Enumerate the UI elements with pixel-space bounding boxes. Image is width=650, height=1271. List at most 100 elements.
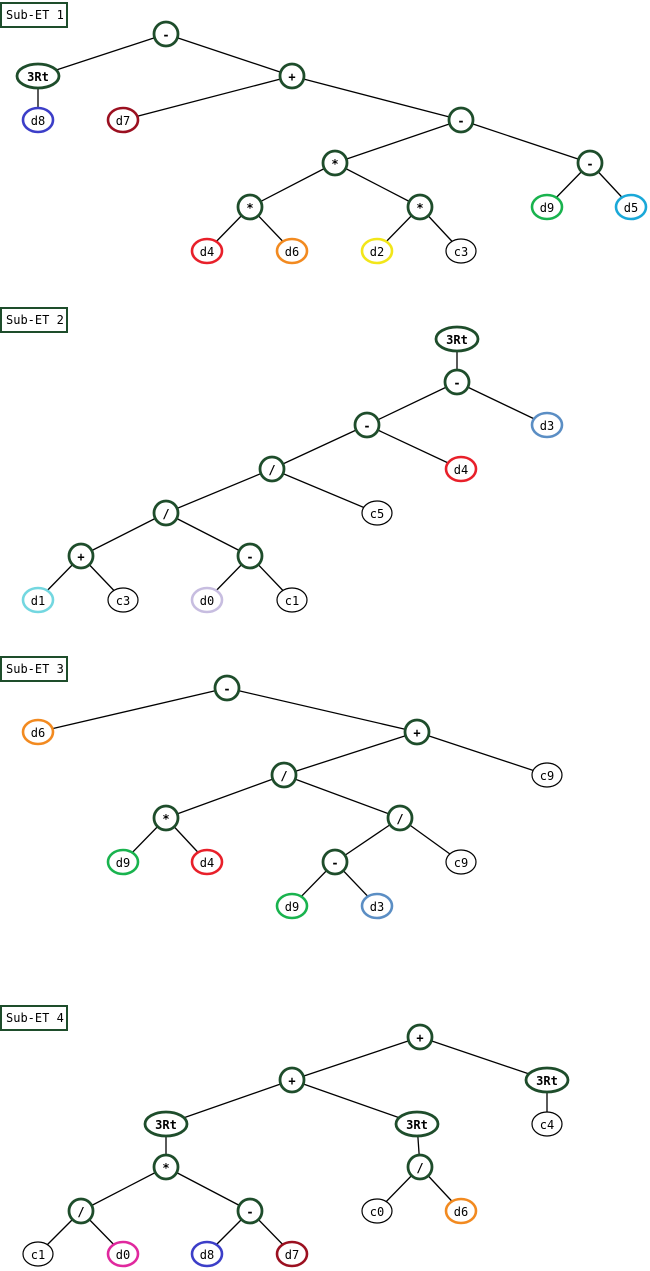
variable-node-label: d4: [200, 856, 214, 870]
operator-node: /: [152, 499, 180, 527]
variable-node: d9: [275, 892, 309, 920]
operator-node: /: [258, 455, 286, 483]
constant-node-label: c1: [31, 1248, 45, 1262]
tree-edge: [226, 687, 418, 733]
variable-node: d9: [106, 848, 140, 876]
constant-node-label: c1: [285, 594, 299, 608]
operator-node-label: *: [246, 201, 253, 215]
variable-node: d3: [530, 411, 564, 439]
constant-node-outline: [107, 587, 139, 613]
tree-edge: [334, 119, 462, 164]
constant-node-label: c9: [454, 856, 468, 870]
tree-title-4-text: Sub-ET 4: [6, 1011, 64, 1025]
operator-node-outline: [67, 1197, 95, 1225]
constant-node: c5: [361, 500, 393, 526]
variable-node-label: d1: [31, 594, 45, 608]
operator-node-outline: [386, 804, 414, 832]
constant-node-outline: [361, 500, 393, 526]
variable-node-outline: [190, 848, 224, 876]
operator-node-label: /: [162, 507, 169, 521]
operator-node-label: /: [416, 1161, 423, 1175]
operator-node: /: [67, 1197, 95, 1225]
variable-node-label: d5: [624, 201, 638, 215]
operator-node-outline: [321, 848, 349, 876]
constant-node: c1: [22, 1241, 54, 1267]
operator-node-label: -: [453, 376, 460, 390]
operator-node-outline: [270, 761, 298, 789]
operator-node-label: -: [246, 1205, 253, 1219]
tree-edge: [416, 731, 548, 776]
tree-edge: [291, 1079, 418, 1125]
operator-node-label: -: [246, 550, 253, 564]
variable-node-outline: [190, 586, 224, 614]
operator-node-label: +: [288, 70, 295, 84]
constant-node-outline: [531, 1111, 563, 1137]
variable-node: d8: [21, 106, 55, 134]
variable-node-label: d8: [200, 1248, 214, 1262]
variable-node-outline: [360, 892, 394, 920]
constant-node-outline: [445, 238, 477, 264]
variable-node-outline: [21, 718, 55, 746]
variable-node: d3: [360, 892, 394, 920]
variable-node: d9: [530, 193, 564, 221]
operator-node: 3Rt: [434, 325, 480, 353]
variable-node-outline: [530, 193, 564, 221]
tree-edge: [165, 774, 285, 819]
tree-edge: [291, 75, 462, 121]
variable-node-label: d3: [540, 419, 554, 433]
constant-node-label: c3: [116, 594, 130, 608]
tree-title-3-text: Sub-ET 3: [6, 662, 64, 676]
operator-node-outline: [576, 149, 604, 177]
constant-node-outline: [361, 1198, 393, 1224]
tree-edge: [334, 162, 421, 208]
operator-node-outline: [152, 499, 180, 527]
tree-edge: [80, 512, 167, 557]
constant-node: c0: [361, 1198, 393, 1224]
variable-node-outline: [614, 193, 648, 221]
operator-node-label: 3Rt: [536, 1074, 558, 1088]
operator-node-label: -: [586, 157, 593, 171]
operator-node-outline: [152, 1153, 180, 1181]
variable-node-outline: [21, 106, 55, 134]
operator-node: *: [152, 1153, 180, 1181]
tree-edge: [456, 381, 548, 426]
tree-edge: [80, 1166, 167, 1212]
operator-node-outline: [394, 1110, 440, 1138]
operator-node-label: -: [223, 682, 230, 696]
tree-title-1-text: Sub-ET 1: [6, 8, 64, 22]
operator-node: 3Rt: [394, 1110, 440, 1138]
variable-node-outline: [106, 106, 140, 134]
operator-node-label: +: [416, 1031, 423, 1045]
tree-edge: [165, 468, 273, 514]
operator-node: +: [278, 1066, 306, 1094]
constant-node: c9: [531, 762, 563, 788]
operator-node: *: [152, 804, 180, 832]
operator-node-outline: [236, 542, 264, 570]
operator-node-outline: [524, 1066, 570, 1094]
operator-node: *: [236, 193, 264, 221]
variable-node-label: d6: [31, 726, 45, 740]
operator-node-outline: [15, 62, 61, 90]
operator-node-outline: [67, 542, 95, 570]
operator-node-label: 3Rt: [446, 333, 468, 347]
variable-node-label: d9: [540, 201, 554, 215]
variable-node-outline: [190, 237, 224, 265]
variable-node-outline: [106, 848, 140, 876]
tree-title-1: Sub-ET 1: [0, 2, 68, 28]
tree-edge: [291, 1036, 421, 1081]
tree-edge: [165, 33, 293, 77]
constant-node-outline: [445, 849, 477, 875]
variable-node-outline: [444, 455, 478, 483]
operator-node: +: [403, 718, 431, 746]
operator-node: 3Rt: [15, 62, 61, 90]
operator-node: -: [213, 674, 241, 702]
constant-node-label: c5: [370, 507, 384, 521]
operator-node-outline: [353, 411, 381, 439]
variable-node: d1: [21, 586, 55, 614]
tree-title-4: Sub-ET 4: [0, 1005, 68, 1031]
operator-node-outline: [278, 1066, 306, 1094]
tree-edge: [165, 1079, 293, 1125]
variable-node: d0: [190, 586, 224, 614]
operator-node: -: [236, 1197, 264, 1225]
operator-node-outline: [213, 674, 241, 702]
